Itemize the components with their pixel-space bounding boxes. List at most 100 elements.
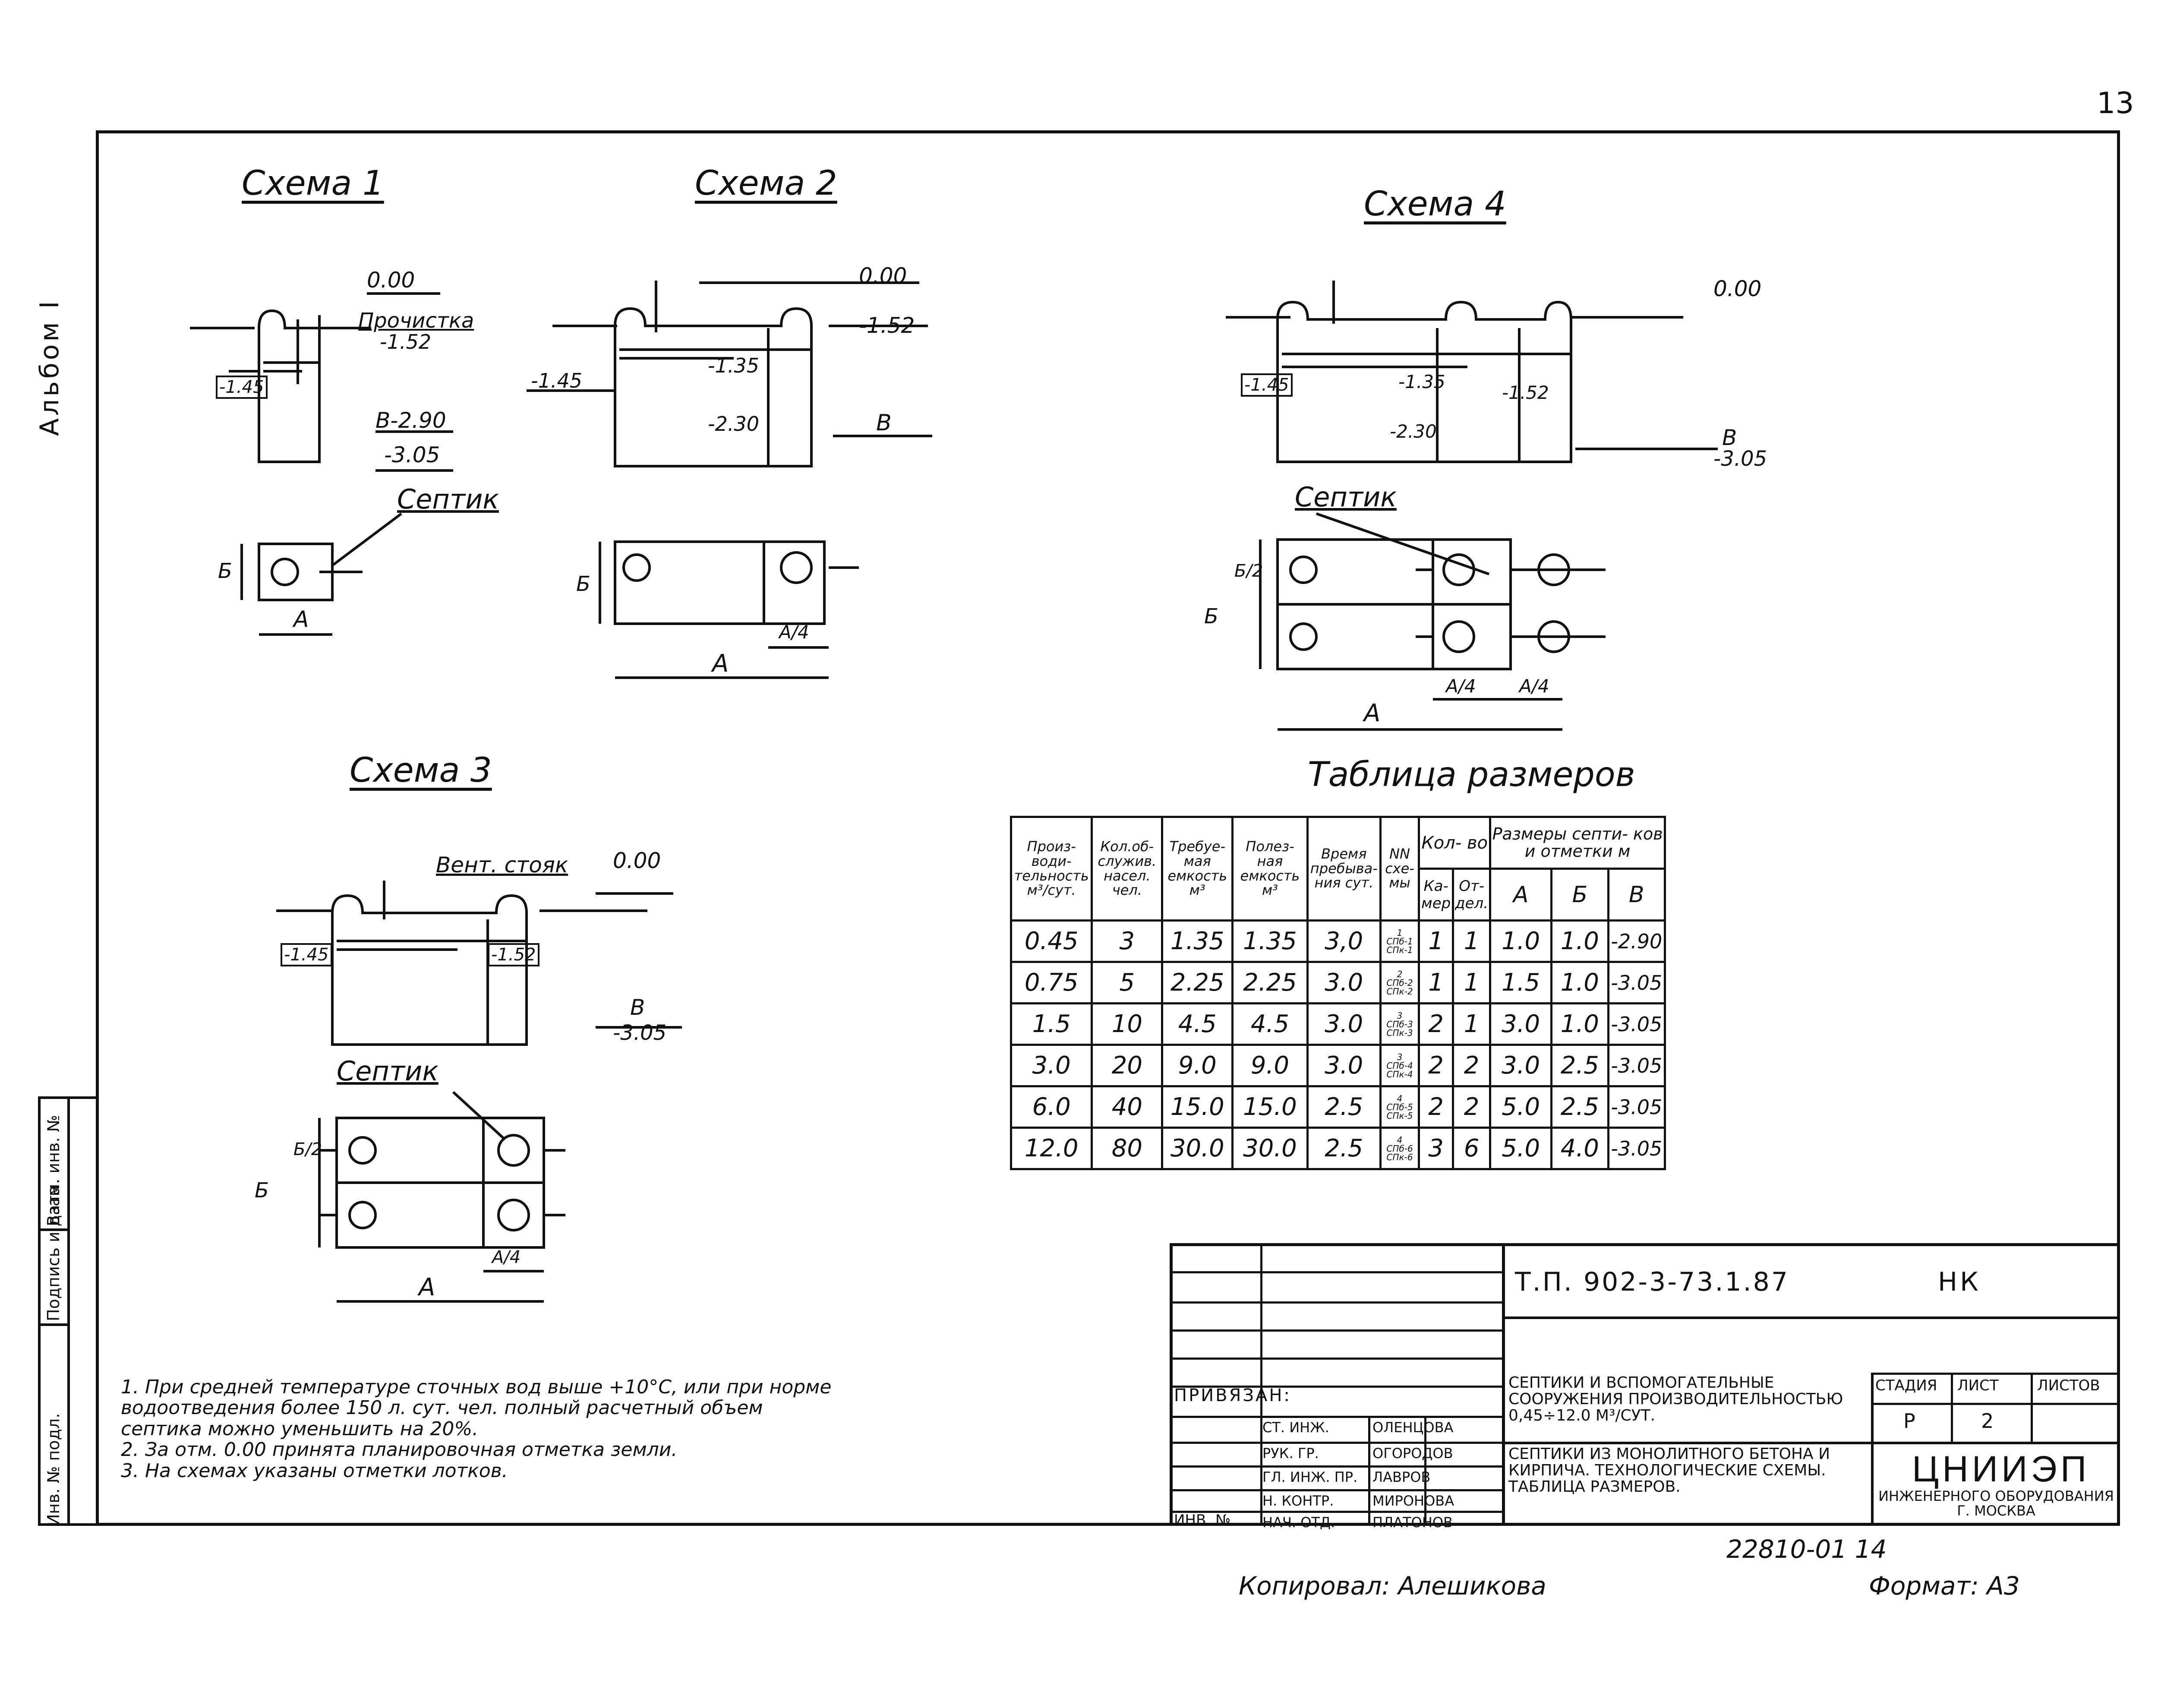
- th-sections: От- дел.: [1452, 868, 1492, 922]
- org-logo: ЦНИИЭП: [1912, 1449, 2090, 1489]
- table-cell: 2.5: [1550, 1085, 1609, 1129]
- s1-level-145: -1.45: [216, 376, 268, 399]
- s1-level-305: -3.05: [384, 442, 440, 467]
- s4-dim-a4-1: А/4: [1446, 676, 1476, 697]
- stamp-title-bottom: Септики из монолитного бетона и кирпича.…: [1508, 1445, 1830, 1496]
- s1-cleanout-label: Прочистка: [358, 309, 474, 333]
- s2-dim-a: А: [712, 650, 729, 678]
- th-time: Время пребыва- ния сут.: [1306, 816, 1382, 922]
- th-v: В: [1607, 868, 1666, 922]
- table-cell: 9.0: [1161, 1044, 1234, 1087]
- s4-level-230: -2.30: [1390, 421, 1437, 442]
- table-cell: 6: [1452, 1127, 1492, 1170]
- s3-level-305: -3.05: [613, 1021, 667, 1045]
- s2-level-top: 0.00: [859, 263, 907, 288]
- scheme-number: 3: [1397, 1051, 1403, 1062]
- table-cell: 3: [1091, 919, 1164, 963]
- table-cell: 10: [1091, 1002, 1164, 1046]
- th-chambers: Ка- мер: [1418, 868, 1454, 922]
- table-cell: 0.75: [1010, 961, 1093, 1004]
- s2-level-145: -1.45: [531, 369, 583, 392]
- sizes-table-title: Таблица размеров: [1308, 755, 1635, 794]
- staff-list: Ст. инж.ОленцоваРук. гр.ОгородовГл. инж.…: [1170, 1416, 1502, 1531]
- staff-name: Огородов: [1372, 1445, 1453, 1462]
- s2-level-230: -2.30: [708, 412, 760, 436]
- stamp-section: НК: [1938, 1267, 1981, 1297]
- inv-label: Инв. №: [1174, 1512, 1231, 1529]
- table-cell: 4.5: [1161, 1002, 1234, 1046]
- th-required: Требуе- мая емкость м³: [1161, 816, 1234, 922]
- s1-level-152: -1.52: [380, 330, 432, 354]
- table-cell: 3.0: [1489, 1002, 1553, 1046]
- s2-dim-a4: А/4: [779, 622, 809, 643]
- scheme-number: 3: [1397, 1010, 1403, 1021]
- s3-level-b: В: [630, 995, 645, 1020]
- table-cell: 0.45: [1010, 919, 1093, 963]
- table-cell: 30.0: [1161, 1127, 1234, 1170]
- th-a: А: [1489, 868, 1553, 922]
- s3-septic-label: Септик: [337, 1055, 439, 1087]
- scheme-2-title: Схема 2: [695, 164, 837, 203]
- s3-dim-a: А: [419, 1273, 435, 1301]
- table-cell: 1: [1418, 961, 1454, 1004]
- stamp-title-top: Септики и вспомогательные сооружения про…: [1508, 1374, 1843, 1424]
- stamp-code: Т.П. 902-3-73.1.87: [1515, 1267, 1789, 1297]
- table-cell: 1.0: [1489, 919, 1553, 963]
- staff-role: Гл. инж. пр.: [1262, 1469, 1358, 1485]
- drawing-frame: [96, 130, 2120, 1526]
- stamp-sheets-label: Листов: [2037, 1377, 2100, 1394]
- table-cell: 5.0: [1489, 1127, 1553, 1170]
- stamp-sheet: 2: [1981, 1409, 1994, 1433]
- table-cell: 4.5: [1231, 1002, 1309, 1046]
- scheme-codes: СПб-6 СПк-6: [1386, 1143, 1413, 1162]
- table-cell: 2: [1452, 1085, 1492, 1129]
- note-3: 3. На схемах указаны отметки лотков.: [121, 1459, 508, 1482]
- table-cell: 6.0: [1010, 1085, 1093, 1129]
- scheme-1-title: Схема 1: [242, 164, 384, 203]
- s4-level-305: -3.05: [1713, 447, 1767, 471]
- scheme-number: 1: [1397, 927, 1403, 938]
- th-people: Кол.об- служив. насел. чел.: [1091, 816, 1164, 922]
- scheme-number: 4: [1397, 1134, 1403, 1145]
- table-cell: 1: [1452, 1002, 1492, 1046]
- s4-dim-b: Б: [1204, 604, 1218, 628]
- table-cell: 4.0: [1550, 1127, 1609, 1170]
- table-cell: 20: [1091, 1044, 1164, 1087]
- stamp-stage-label: Стадия: [1875, 1377, 1937, 1394]
- s3-vent-label: Вент. стояк: [436, 852, 568, 878]
- th-count: Кол- во: [1418, 816, 1492, 870]
- scheme-codes: СПб-2 СПк-2: [1386, 977, 1413, 997]
- s4-level-top: 0.00: [1713, 276, 1762, 301]
- table-cell: 3.0: [1010, 1044, 1093, 1087]
- table-cell: -3.05: [1607, 1044, 1666, 1087]
- s2-level-b: В: [876, 410, 892, 436]
- s2-level-152: -1.52: [859, 313, 915, 338]
- th-scheme-no: NN схе- мы: [1379, 816, 1420, 922]
- table-cell: -3.05: [1607, 1002, 1666, 1046]
- stamp-sheet-label: Лист: [1957, 1377, 1999, 1394]
- table-cell: 5: [1091, 961, 1164, 1004]
- th-productivity: Произ- води- тельность м³/сут.: [1010, 816, 1093, 922]
- s3-level-top: 0.00: [613, 848, 661, 873]
- table-cell: 3.0: [1489, 1044, 1553, 1087]
- s3-dim-b2: Б/2: [293, 1140, 322, 1159]
- table-cell: 1.5: [1489, 961, 1553, 1004]
- s4-level-135: -1.35: [1398, 371, 1445, 392]
- s4-level-b: В: [1722, 425, 1737, 450]
- table-cell: 9.0: [1231, 1044, 1309, 1087]
- s1-level-b290: В-2.90: [375, 408, 446, 433]
- th-useful: Полез- ная емкость м³: [1231, 816, 1309, 922]
- notes: 1. При средней температуре сточных вод в…: [121, 1377, 846, 1481]
- scheme-codes: СПб-4 СПк-4: [1386, 1060, 1413, 1080]
- s4-dim-a: А: [1364, 699, 1381, 727]
- staff-name: Оленцова: [1372, 1419, 1454, 1436]
- table-cell: 2: [1418, 1044, 1454, 1087]
